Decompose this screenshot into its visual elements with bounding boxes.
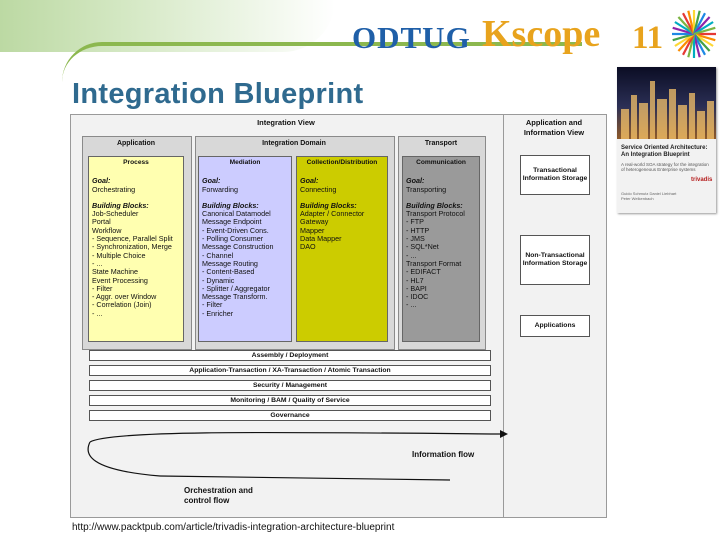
communication-line: - HL7	[406, 275, 424, 285]
band-security-management: Security / Management	[89, 380, 491, 391]
mediation-line: Message Construction	[202, 242, 274, 252]
book-cover-image: Service Oriented Architecture: An Integr…	[617, 67, 716, 213]
information-flow-label: Information flow	[412, 450, 475, 459]
process-line: - Synchronization, Merge	[92, 242, 172, 252]
process-line: - Sequence, Parallel Split	[92, 234, 173, 244]
collection-header: Collection/Distribution	[306, 159, 378, 166]
book-authors: Guido Schmutz Daniel Liebhart Peter Welk…	[621, 191, 677, 201]
collection-line: Building Blocks:	[300, 200, 357, 210]
kscope-logo: ODTUG Kscope 11	[352, 8, 722, 58]
communication-line: - EDIFACT	[406, 267, 441, 277]
mediation-line: Canonical Datamodel	[202, 209, 271, 219]
mediation-line: - Dynamic	[202, 275, 235, 285]
communication-line: - SQL*Net	[406, 242, 439, 252]
band-assembly-deployment: Assembly / Deployment	[89, 350, 491, 361]
source-url-link[interactable]: http://www.packtpub.com/article/trivadis…	[72, 522, 395, 533]
mediation-line: - Splitter / Aggregator	[202, 283, 270, 293]
band-monitoring: Monitoring / BAM / Quality of Service	[89, 395, 491, 406]
book-brand: trivadis	[691, 177, 713, 183]
application-label: Application	[116, 140, 156, 147]
mediation-line: - Filter	[202, 300, 223, 310]
communication-line: - BAPI	[406, 283, 427, 293]
mediation-line: - Content-Based	[202, 267, 255, 277]
transport-label: Transport	[424, 140, 458, 147]
slide-title: Integration Blueprint	[72, 78, 364, 110]
mediation-line: Goal:	[202, 176, 221, 186]
applications-box: Applications	[520, 315, 590, 337]
communication-line: - IDOC	[406, 292, 429, 302]
process-line: - Multiple Choice	[92, 250, 146, 260]
process-line: - ...	[92, 308, 103, 318]
information-flow-arrowhead	[500, 430, 508, 438]
flow-arrows	[87, 430, 508, 481]
logo-burst-icon	[672, 10, 716, 58]
communication-line: Building Blocks:	[406, 200, 463, 210]
logo-number: 11	[632, 20, 664, 56]
mediation-line: Building Blocks:	[202, 200, 259, 210]
mediation-line: - Enricher	[202, 308, 234, 318]
communication-line: - FTP	[406, 217, 424, 227]
non-transactional-storage-box: Non-Transactional Information Storage	[520, 235, 590, 285]
mediation-line: Forwarding	[202, 184, 238, 194]
process-line: Workflow	[92, 225, 122, 235]
collection-line: Mapper	[300, 225, 325, 235]
collection-line: Connecting	[300, 184, 337, 194]
communication-line: Transport Format	[406, 258, 462, 268]
process-line: - Filter	[92, 283, 113, 293]
communication-line: Goal:	[406, 176, 425, 186]
band-governance: Governance	[89, 410, 491, 421]
communication-line: Transporting	[406, 184, 447, 194]
process-line: Goal:	[92, 176, 111, 186]
collection-line: Goal:	[300, 176, 319, 186]
process-line: Event Processing	[92, 275, 148, 285]
header-arc	[62, 42, 582, 86]
orchestration-flow-label: Orchestration and control flow	[184, 486, 253, 505]
communication-line: Transport Protocol	[406, 209, 465, 219]
collection-line: Gateway	[300, 217, 329, 227]
process-line: Portal	[92, 217, 111, 227]
app-info-view-label: Application and Information View	[523, 118, 585, 137]
communication-line: - HTTP	[406, 225, 430, 235]
communication-line: - ...	[406, 300, 417, 310]
mediation-line: Message Routing	[202, 258, 258, 268]
communication-line: - ...	[406, 250, 417, 260]
process-line: Building Blocks:	[92, 200, 149, 210]
mediation-header: Mediation	[229, 159, 261, 166]
collection-line: Data Mapper	[300, 234, 342, 244]
mediation-line: - Event-Driven Cons.	[202, 225, 269, 235]
transactional-storage-box: Transactional Information Storage	[520, 155, 590, 195]
logo-ray	[693, 26, 716, 36]
process-line: - Aggr. over Window	[92, 292, 157, 302]
logo-odtug: ODTUG	[352, 20, 471, 55]
communication-header: Communication	[416, 159, 466, 166]
process-line: - ...	[92, 258, 103, 268]
collection-line: DAO	[300, 242, 316, 252]
logo-kscope: Kscope	[482, 13, 601, 55]
process-header: Process	[123, 159, 149, 166]
information-flow-arrow	[89, 431, 501, 443]
orchestration-arrow	[87, 441, 161, 477]
book-cover-skyline	[617, 67, 716, 139]
mediation-line: - Channel	[202, 250, 234, 260]
mediation-line: Message Endpoint	[202, 217, 262, 227]
mediation-line: - Polling Consumer	[202, 234, 264, 244]
mediation-line: Message Transform.	[202, 292, 268, 302]
process-line: Orchestrating	[92, 184, 136, 194]
integration-view-label: Integration View	[257, 118, 315, 127]
integration-domain-label: Integration Domain	[262, 140, 326, 147]
book-subtitle: A real-world SOA strategy for the integr…	[621, 162, 709, 172]
process-line: Job-Scheduler	[92, 209, 139, 219]
process-line: State Machine	[92, 267, 138, 277]
band-transaction: Application-Transaction / XA-Transaction…	[89, 365, 491, 376]
collection-line: Adapter / Connector	[300, 209, 365, 219]
book-title: Service Oriented Architecture: An Integr…	[621, 145, 708, 158]
communication-line: - JMS	[406, 234, 425, 244]
orchestration-arrow-line	[159, 475, 451, 481]
process-line: - Correlation (Join)	[92, 300, 152, 310]
